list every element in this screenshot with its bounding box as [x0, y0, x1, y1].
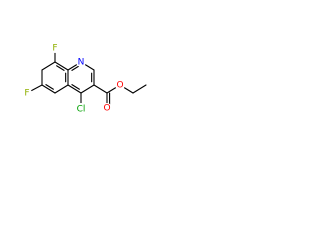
bond-ch2-ch3: [132, 84, 147, 94]
double-bond-c8a-n1: [71, 65, 80, 71]
bond-c7-c8: [41, 61, 56, 71]
carbonyl-oxygen-label: O: [103, 104, 110, 114]
nitrogen-label-background: [76, 57, 86, 67]
double-bond-c8-c8a: [56, 65, 65, 71]
nitrogen-label: N: [78, 58, 85, 68]
double-bond-c5-c6: [45, 84, 54, 90]
double-bond-c4-c4a: [71, 84, 80, 90]
fluorine-label-left: F: [24, 89, 29, 99]
carbonyl-oxygen-label-background: [102, 103, 112, 113]
bond-c5-c6: [41, 84, 56, 94]
chlorine-label-background: [75, 103, 87, 115]
bond-c8-c8a: [54, 61, 69, 71]
bond-c4a-c5: [54, 84, 69, 94]
chlorine-label: Cl: [77, 105, 86, 115]
bond-c3-carbonyl: [93, 84, 108, 94]
bond-c4-c4a: [67, 84, 82, 94]
fluorine-label-top: F: [52, 44, 57, 54]
molecule-structure: F F N Cl O O: [22, 43, 147, 115]
ester-oxygen-label-background: [115, 80, 125, 90]
fluorine-label-left-background: [22, 88, 32, 98]
fluorine-label-top-background: [50, 43, 60, 53]
bond-c3-c4: [80, 84, 95, 94]
ester-oxygen-label: O: [116, 81, 123, 91]
